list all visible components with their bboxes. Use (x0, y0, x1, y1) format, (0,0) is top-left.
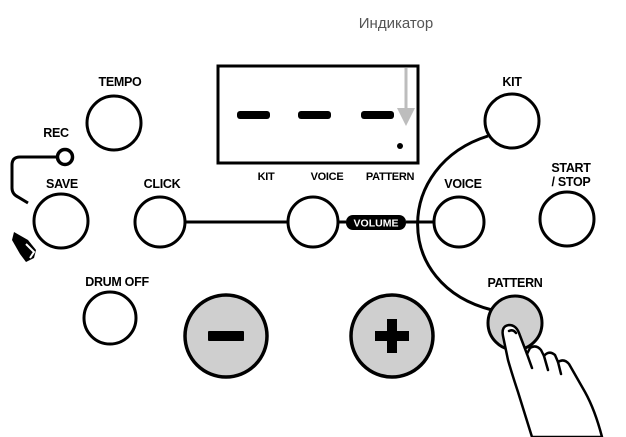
kit-pattern-arc (416, 134, 493, 312)
display-segment-3 (361, 111, 394, 119)
rec-label: REC (43, 126, 69, 140)
start-stop-label-line1: START (551, 161, 591, 175)
drum-off-label: DRUM OFF (85, 275, 149, 289)
click-label: CLICK (144, 177, 181, 191)
kit-button[interactable] (483, 92, 541, 150)
rec-indicator-led (55, 147, 75, 167)
save-button[interactable] (32, 192, 90, 250)
indicator-dot (397, 143, 403, 149)
start-stop-label-line2: / STOP (552, 175, 591, 189)
display-segment-2 (298, 111, 331, 119)
minus-icon (208, 331, 244, 341)
tempo-label: TEMPO (99, 75, 143, 89)
click-button[interactable] (133, 195, 187, 249)
voice-label: VOICE (444, 177, 481, 191)
pen-icon-detail (25, 243, 36, 259)
rec-save-link (10, 155, 57, 205)
pattern-label: PATTERN (487, 276, 542, 290)
pressing-hand-icon (501, 323, 604, 437)
volume-label: VOLUME (354, 218, 399, 230)
display-segment-1 (237, 111, 270, 119)
display-voice-button[interactable] (286, 195, 340, 249)
indicator-caption: Индикатор (359, 15, 434, 32)
drum-off-button[interactable] (82, 290, 138, 346)
display-label-voice: VOICE (311, 171, 344, 183)
indicator-arrow-head (397, 108, 415, 126)
kit-label: KIT (502, 75, 522, 89)
display-panel (216, 64, 420, 165)
display-label-pattern: PATTERN (366, 171, 415, 183)
display-label-kit: KIT (258, 171, 275, 183)
volume-badge: VOLUME (346, 215, 406, 230)
volume-badge-bg (346, 215, 406, 230)
start-stop-button[interactable] (538, 190, 596, 248)
voice-button[interactable] (432, 195, 486, 249)
plus-icon (375, 319, 409, 353)
tempo-button[interactable] (85, 94, 143, 152)
pen-icon (12, 232, 36, 262)
tempo-button-group[interactable]: TEMPO (85, 75, 143, 152)
save-label: SAVE (46, 177, 78, 191)
